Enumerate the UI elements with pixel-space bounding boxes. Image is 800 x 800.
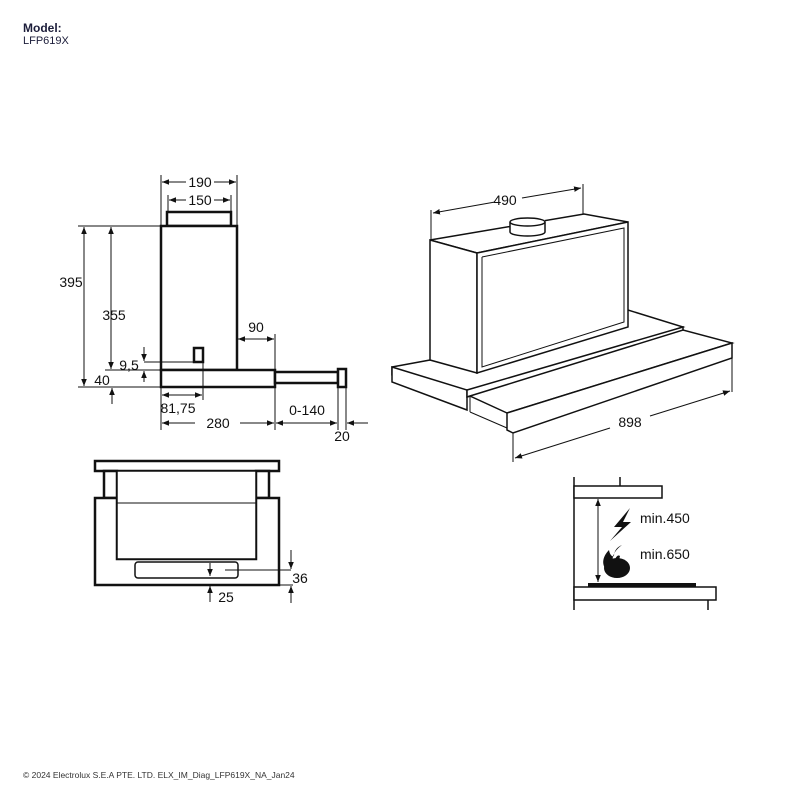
flame-icon xyxy=(603,545,630,578)
duct-outlet xyxy=(165,210,233,228)
side-view: 190 150 395 355 9,5 40 90 81,75 280 0-14… xyxy=(59,174,368,444)
dim-depth-490: 490 xyxy=(493,192,517,208)
clearance-gas: min.650 xyxy=(640,546,690,562)
front-view: 36 25 xyxy=(93,459,308,605)
dim-width-190: 190 xyxy=(188,174,212,190)
dim-280: 280 xyxy=(206,415,230,431)
perspective-view: 490 898 xyxy=(391,184,735,462)
countertop xyxy=(573,586,717,601)
base-plate-side xyxy=(391,365,468,412)
copyright-footer: © 2024 Electrolux S.E.A PTE. LTD. ELX_IM… xyxy=(23,770,295,780)
hood-shelf xyxy=(573,485,663,499)
model-number: LFP619X xyxy=(23,35,69,47)
slider-front xyxy=(506,341,733,434)
clearance-view: min.450 min.650 xyxy=(573,477,717,610)
dimension-lines xyxy=(81,179,337,426)
duct-collar xyxy=(509,217,546,237)
dim-25: 25 xyxy=(218,589,234,605)
hob xyxy=(588,583,696,587)
slider-end-cap xyxy=(336,367,348,389)
extension-lines xyxy=(78,175,347,430)
clearance-electric: min.450 xyxy=(640,510,690,526)
hood-body xyxy=(159,224,239,372)
left-post xyxy=(102,469,119,500)
dim-height-355: 355 xyxy=(102,307,126,323)
model-label: Model: xyxy=(23,21,62,35)
dim-outlet-150: 150 xyxy=(188,192,212,208)
chimney-front xyxy=(476,221,629,375)
dim-90: 90 xyxy=(248,319,264,335)
dim-81-75: 81,75 xyxy=(160,400,195,416)
chimney-side xyxy=(429,239,478,374)
handle xyxy=(134,561,239,579)
lightning-icon xyxy=(610,508,631,541)
dim-0-140: 0-140 xyxy=(289,402,325,418)
hood-base xyxy=(159,368,277,389)
dim-40: 40 xyxy=(94,372,110,388)
dim-height-395: 395 xyxy=(59,274,83,290)
dim-width-898: 898 xyxy=(618,414,642,430)
control-knob xyxy=(192,346,205,364)
right-post xyxy=(254,469,271,500)
dim-20: 20 xyxy=(334,428,350,444)
top-plate xyxy=(93,459,281,473)
inner-box xyxy=(116,470,257,560)
dim-9-5: 9,5 xyxy=(119,357,139,373)
dim-36: 36 xyxy=(292,570,308,586)
slider xyxy=(273,370,340,385)
